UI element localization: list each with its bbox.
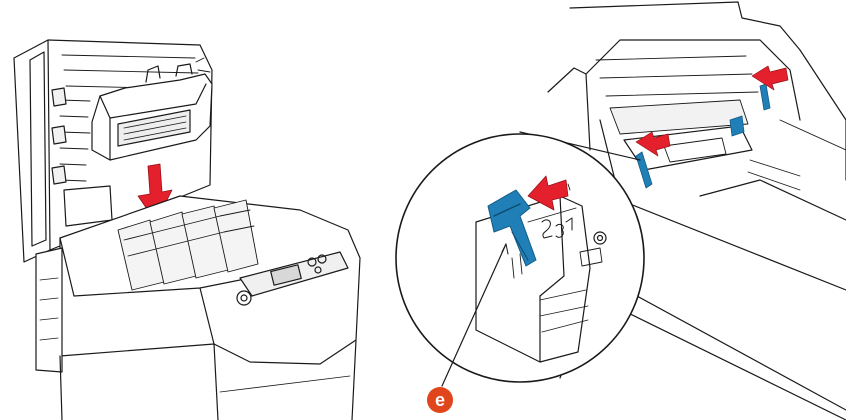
release-lever xyxy=(487,189,537,267)
embossed-marks xyxy=(541,217,573,239)
release-arrow xyxy=(527,175,569,211)
callout-label: e xyxy=(435,390,445,410)
callout-circle xyxy=(427,387,453,413)
toner-cartridges xyxy=(117,199,259,291)
lever-left-small xyxy=(635,151,653,189)
lever-mid-small xyxy=(729,115,745,137)
lever-right-small xyxy=(759,83,771,111)
callout-badge: e xyxy=(427,387,453,413)
fuser-unit xyxy=(91,57,213,161)
printer-body xyxy=(35,195,361,420)
control-panel xyxy=(236,251,349,306)
push-arrow-left xyxy=(635,131,671,157)
top-cover xyxy=(13,39,213,263)
printer-right xyxy=(547,1,846,420)
printer-left xyxy=(13,39,361,420)
callout-leader xyxy=(441,243,507,387)
detail-magnifier xyxy=(395,131,645,387)
push-arrow-right xyxy=(751,65,789,91)
